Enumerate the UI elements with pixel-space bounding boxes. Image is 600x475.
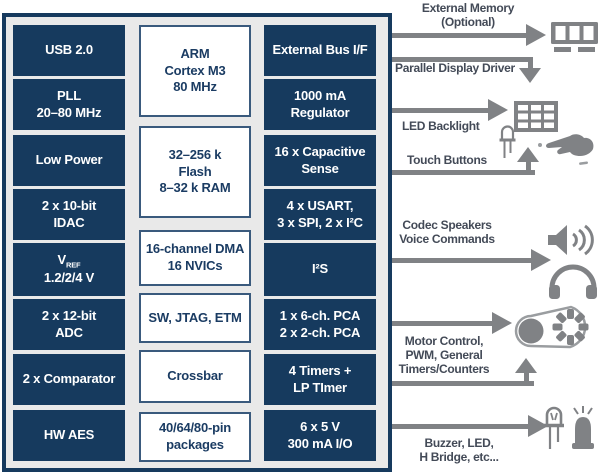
arrow-head xyxy=(526,24,546,46)
block-dma: 16-channel DMA 16 NVICs xyxy=(139,230,251,286)
speaker-icon xyxy=(548,224,594,256)
label-touch-buttons: Touch Buttons xyxy=(407,153,487,167)
arrow-shaft xyxy=(392,57,533,62)
led-panel-icon xyxy=(514,101,558,132)
arrow-shaft xyxy=(392,381,534,386)
soc-box: USB 2.0 PLL 20–80 MHz Low Power 2 x 10-b… xyxy=(2,13,392,472)
label-codec: Codec Speakers Voice Commands xyxy=(399,218,495,247)
motor-pulley-icon xyxy=(514,305,589,349)
block-vref: VREF 1.2/2/4 V xyxy=(13,243,125,296)
block-timers: 4 Timers + LP TImer xyxy=(264,354,376,405)
arrow-shaft xyxy=(392,424,528,429)
block-i2s: I²S xyxy=(264,243,376,296)
ram-module-icon xyxy=(551,22,598,52)
arrow-stem xyxy=(524,372,529,383)
arrow-head xyxy=(517,147,539,162)
block-packages: 40/64/80-pin packages xyxy=(139,412,251,462)
block-io: 6 x 5 V 300 mA I/O xyxy=(264,410,376,461)
label-parallel-display: Parallel Display Driver xyxy=(395,61,515,75)
block-crossbar: Crossbar xyxy=(139,350,251,403)
block-comparator: 2 x Comparator xyxy=(13,354,125,405)
arrow-shaft xyxy=(392,321,492,326)
arrow-shaft xyxy=(392,258,531,263)
touch-hand-icon xyxy=(538,134,594,165)
block-usb: USB 2.0 xyxy=(13,25,125,76)
label-motor: Motor Control, PWM, General Timers/Count… xyxy=(398,334,490,377)
block-adc: 2 x 12-bit ADC xyxy=(13,299,125,350)
arrow-shaft xyxy=(392,108,488,113)
arrow-head xyxy=(515,358,537,373)
arrow-shaft xyxy=(392,33,526,38)
led-icon xyxy=(499,125,516,158)
block-pll: PLL 20–80 MHz xyxy=(13,79,125,130)
block-regulator: 1000 mA Regulator xyxy=(264,79,376,130)
label-buzzer: Buzzer, LED, H Bridge, etc... xyxy=(419,436,499,465)
block-vref-value: 1.2/2/4 V xyxy=(43,270,95,286)
block-ext-bus: External Bus I/F xyxy=(264,25,376,76)
block-vref-symbol: VREF xyxy=(57,252,81,270)
buzzer-icon xyxy=(572,406,594,449)
arrow-stem xyxy=(526,161,531,172)
block-idac: 2 x 10-bit IDAC xyxy=(13,189,125,240)
block-cap-sense: 16 x Capacitive Sense xyxy=(264,135,376,186)
block-low-power: Low Power xyxy=(13,135,125,186)
block-hw-aes: HW AES xyxy=(13,410,125,461)
headphones-icon xyxy=(549,264,597,299)
arrow-head xyxy=(519,68,541,83)
block-debug: SW, JTAG, ETM xyxy=(139,293,251,343)
arrow-head xyxy=(528,415,548,437)
arrow-stem xyxy=(528,57,533,69)
arrow-head xyxy=(488,99,508,121)
block-memory: 32–256 k Flash 8–32 k RAM xyxy=(139,126,251,218)
label-external-memory: External Memory (Optional) xyxy=(421,1,515,30)
led-icon xyxy=(544,406,564,449)
label-led-backlight: LED Backlight xyxy=(402,119,480,133)
arrow-shaft xyxy=(392,170,535,175)
arrow-head xyxy=(492,312,512,334)
arrow-head xyxy=(531,249,551,271)
block-serial: 4 x USART, 3 x SPI, 2 x I²C xyxy=(264,189,376,240)
block-pca: 1 x 6-ch. PCA 2 x 2-ch. PCA xyxy=(264,299,376,350)
block-arm-core: ARM Cortex M3 80 MHz xyxy=(139,25,251,117)
